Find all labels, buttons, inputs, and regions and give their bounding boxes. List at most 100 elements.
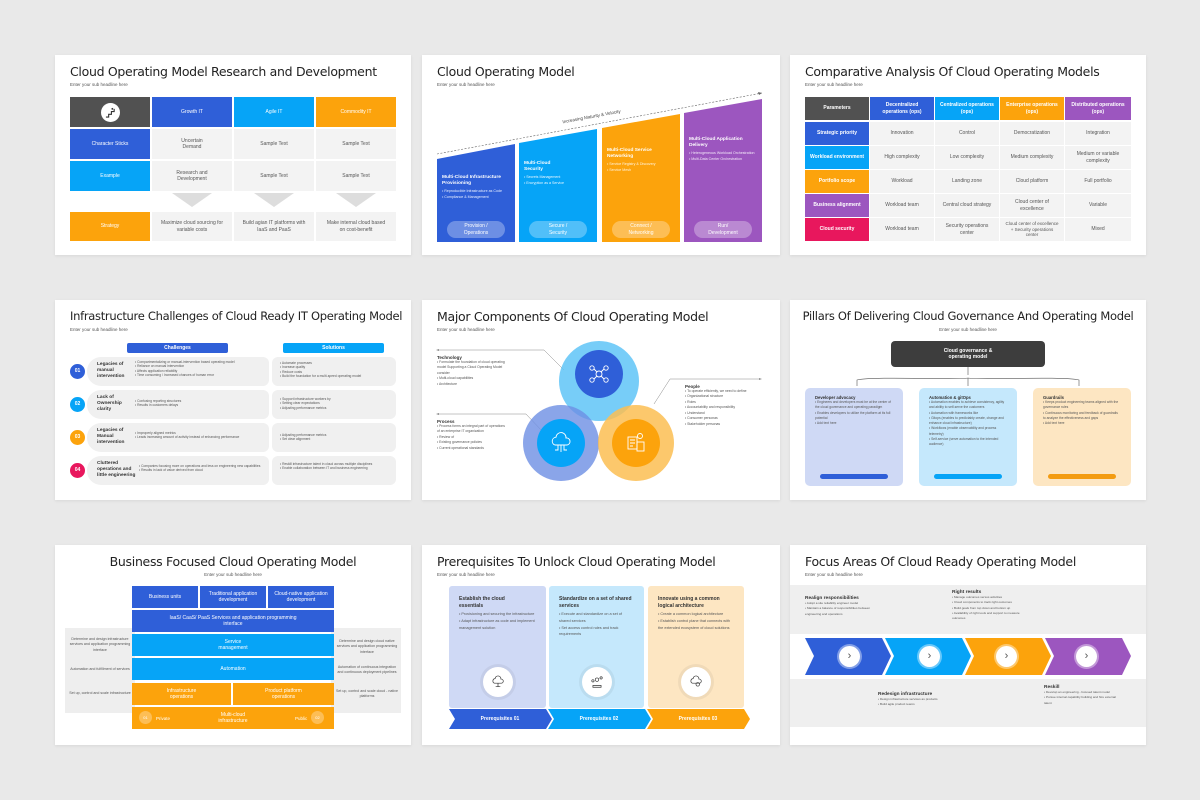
slide-business-focused[interactable]: Business Focused Cloud Operating Model E…	[55, 545, 411, 745]
slide-subheadline: Enter your sub headline here	[437, 572, 495, 577]
row-number-badge: 02	[70, 397, 85, 412]
slide-research-development[interactable]: Cloud Operating Model Research and Devel…	[55, 55, 411, 255]
bullet: Architecture	[437, 382, 507, 387]
challenge-bullets: Improperly aligned metricsLeads increasi…	[135, 431, 245, 440]
side-panel-left	[65, 628, 135, 713]
slide-prerequisites[interactable]: Prerequisites To Unlock Cloud Operating …	[422, 545, 780, 745]
pillar-card: Developer advocacy Engineers and develop…	[805, 388, 903, 486]
row-label: Character Sticks	[70, 129, 150, 159]
row-label: Workload environment	[805, 146, 869, 169]
table-cell: Central cloud strategy	[935, 194, 999, 217]
table-cell: Cloud center of excellence + Security op…	[1000, 218, 1064, 241]
challenges-header: Challenges	[127, 343, 228, 353]
slide-infrastructure-challenges[interactable]: Infrastructure Challenges of Cloud Ready…	[55, 300, 411, 500]
column-heading: Multi-Cloud Infrastructure Provisioning	[442, 175, 501, 187]
pill-button[interactable]: Connect / Networking	[612, 221, 670, 238]
prereq-heading: Establish the cloud essentials	[459, 596, 505, 609]
pillar-card: Automation & gitOps Automation enables t…	[919, 388, 1017, 486]
stack-block: Service management	[132, 634, 334, 656]
chevron-flow	[805, 638, 1131, 675]
table-cell: Uncertain Demand	[152, 129, 232, 159]
row-label: Portfolio scope	[805, 170, 869, 193]
row-number-badge: 04	[70, 463, 85, 478]
realign-block: Realign responsibilities Adopt a site re…	[805, 596, 880, 617]
column-content: Multi-Cloud Security Secrets ManagementE…	[524, 161, 594, 187]
table-header: Enterprise operations (ops)	[1000, 97, 1064, 120]
column-content: Multi-Cloud Service Networking Service R…	[607, 148, 677, 174]
redesign-block: Redesign infrastructure Design infrastru…	[878, 692, 958, 708]
technology-heading: Technology	[437, 355, 462, 360]
table-cell: Low complexity	[935, 146, 999, 169]
table-cell: Cloud platform	[1000, 170, 1064, 193]
pill-button[interactable]: Run/ Development	[694, 221, 752, 238]
bullet: Keeps product engineering teams aligned …	[1043, 400, 1121, 411]
slide-title: Cloud Operating Model Research and Devel…	[70, 64, 377, 79]
right-note: Set up, control and scale cloud - native…	[336, 688, 398, 698]
bullet: Adopt a site reliability engineer model	[805, 601, 880, 606]
bullet: Increase quality	[280, 365, 395, 369]
results-block: Right results Manage outcomes versus act…	[952, 590, 1032, 621]
slide-subheadline: Enter your sub headline here	[70, 327, 128, 332]
bullet: Compartmentalizing or manual-interventio…	[135, 360, 265, 364]
table-cell: Mixed	[1065, 218, 1131, 241]
bullet: Set access control rules and track requi…	[559, 625, 634, 639]
table-cell: Workload	[870, 170, 934, 193]
strategy-cell: Build agian IT platforms with IaaS and P…	[234, 212, 314, 241]
pill-button[interactable]: Secure / Security	[529, 221, 587, 238]
pill-button[interactable]: Provision / Operations	[447, 221, 505, 238]
stairs-climber-icon	[100, 102, 120, 122]
row-label: Legacies of Manual intervention	[97, 428, 125, 446]
table-header: Decentralized operations (ops)	[870, 97, 934, 120]
bullet: Automation with frameworks like	[929, 411, 1007, 416]
table-cell: Integration	[1065, 122, 1131, 145]
bullet: Build the foundation for a multi-speed o…	[280, 374, 395, 378]
people-network-icon	[587, 362, 611, 391]
slide-major-components[interactable]: Major Components Of Cloud Operating Mode…	[422, 300, 780, 500]
row-number-badge: 01	[70, 364, 85, 379]
cloud-tree-icon	[483, 667, 513, 697]
bullet: Formulate the foundation of cloud operat…	[437, 360, 507, 376]
bullet: Build agile product teams	[878, 702, 958, 707]
slide-title: Major Components Of Cloud Operating Mode…	[437, 309, 709, 324]
slide-cloud-operating-model[interactable]: Cloud Operating Model Enter your sub hea…	[422, 55, 780, 255]
bullet: Reproducible Infrastructure as Code	[442, 189, 514, 195]
bullet: Review of	[437, 435, 507, 440]
row-label: Business alignment	[805, 194, 869, 217]
slide-subheadline: Enter your sub headline here	[437, 327, 495, 332]
strategy-cell: Maximize cloud sourcing for variable cos…	[152, 212, 232, 241]
bullet: Setting clear expectations	[280, 401, 395, 405]
table-header: Centralized operations (ops)	[935, 97, 999, 120]
stack-block: Product platform operations	[233, 683, 334, 705]
bullet: Develop an engineering - focused talent …	[1044, 690, 1122, 695]
bullet: Adjusting performance metrics	[280, 406, 395, 410]
private-label: Private	[156, 716, 171, 721]
bullet: Provisioning and securing the infrastruc…	[459, 611, 536, 618]
table-cell: Security operations center	[935, 218, 999, 241]
cloud-circuit-icon	[549, 431, 573, 460]
bullet: Pursue internal capability building and …	[1044, 695, 1122, 706]
row-number-badge: 03	[70, 430, 85, 445]
slide-focus-areas[interactable]: Focus Areas Of Cloud Ready Operating Mod…	[790, 545, 1146, 745]
bullet: Service Mesh	[607, 168, 677, 174]
solution-bullets: Automate processesIncrease qualityReduce…	[280, 361, 395, 379]
slide-subheadline: Enter your sub headline here	[939, 327, 997, 332]
table-cell: Sample Text	[234, 129, 314, 159]
bullet: Adapt infrastructure as code and impleme…	[459, 618, 536, 632]
bullet: Enable collaboration between IT and busi…	[280, 466, 390, 470]
bullet: Stakeholder personas	[685, 422, 760, 427]
slide-comparative-analysis[interactable]: Comparative Analysis Of Cloud Operating …	[790, 55, 1146, 255]
prereq-heading: Innovate using a common logical architec…	[658, 596, 720, 609]
table-cell: Innovation	[870, 122, 934, 145]
bullet: Heterogeneous Workload Orchestration	[689, 151, 759, 157]
table-cell: High complexity	[870, 146, 934, 169]
bullet: Establish control plane that connects wi…	[658, 618, 734, 632]
private-badge: 01	[139, 711, 152, 724]
process-block: Process Process forms an integral part o…	[437, 419, 507, 451]
solution-bullets: Support infrastructure workers bySetting…	[280, 397, 395, 410]
bullet: Secrets Management	[524, 175, 594, 181]
challenge-bullets: Companies focusing more on operations an…	[139, 464, 264, 473]
bullet: Manage outcomes versus activities	[952, 595, 1032, 600]
public-badge: 02	[311, 711, 324, 724]
slide-governance-pillars[interactable]: Pillars Of Delivering Cloud Governance A…	[790, 300, 1146, 500]
venn-diagram	[436, 341, 762, 481]
